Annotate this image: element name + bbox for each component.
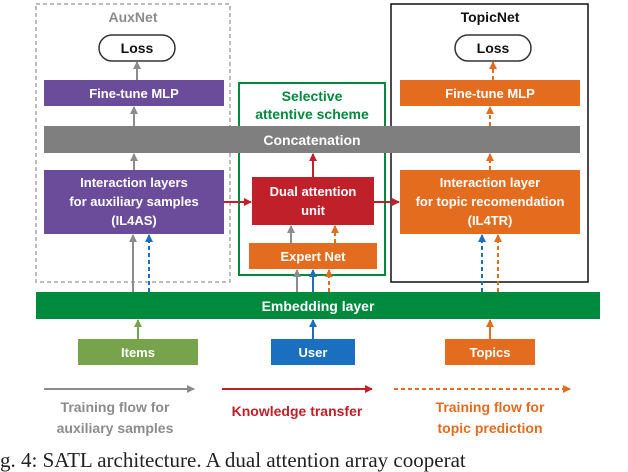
il4as-node [44,170,224,234]
topics-input-label: Topics [470,345,511,360]
embedding-layer-label: Embedding layer [262,298,375,314]
finetune-right-label: Fine-tune MLP [445,86,535,101]
il4as-label-line3: (IL4AS) [111,213,157,228]
legend-red-label: Knowledge transfer [232,403,363,419]
finetune-right-node [400,80,580,106]
figure-caption: g. 4: SATL architecture. A dual attentio… [0,448,466,472]
concatenation-node [44,126,580,153]
user-input-label: User [299,345,328,360]
selective-title-line1: Selective [282,88,343,104]
il4tr-node [400,170,580,234]
dual-attention-node [252,177,374,225]
embedding-layer-node [36,292,600,319]
il4as-label-line2: for auxiliary samples [69,194,198,209]
loss-left-label: Loss [121,40,154,56]
selective-title-line2: attentive scheme [255,106,369,122]
legend-orange-label-line1: Training flow for [436,399,545,415]
il4as-label-line1: Interaction layers [80,175,188,190]
legend-orange-label-line2: topic prediction [438,420,543,436]
expert-net-node [249,243,377,269]
dual-attention-label-line1: Dual attention [270,184,357,199]
user-input-node [271,339,355,365]
concatenation-label: Concatenation [263,132,360,148]
il4tr-label-line3: (IL4TR) [468,213,513,228]
loss-right-label: Loss [477,40,510,56]
items-input-node [78,339,198,365]
finetune-left-label: Fine-tune MLP [89,86,179,101]
topics-input-node [445,339,535,365]
il4tr-label-line2: for topic recomendation [416,194,565,209]
auxnet-title: AuxNet [108,9,157,25]
legend-gray-label-line1: Training flow for [61,399,170,415]
legend-gray-label-line2: auxiliary samples [57,420,174,436]
finetune-left-node [44,80,224,106]
dual-attention-label-line2: unit [301,203,325,218]
items-input-label: Items [121,345,155,360]
il4tr-label-line1: Interaction layer [440,175,540,190]
expert-net-label: Expert Net [280,249,346,264]
topicnet-title: TopicNet [461,9,520,25]
